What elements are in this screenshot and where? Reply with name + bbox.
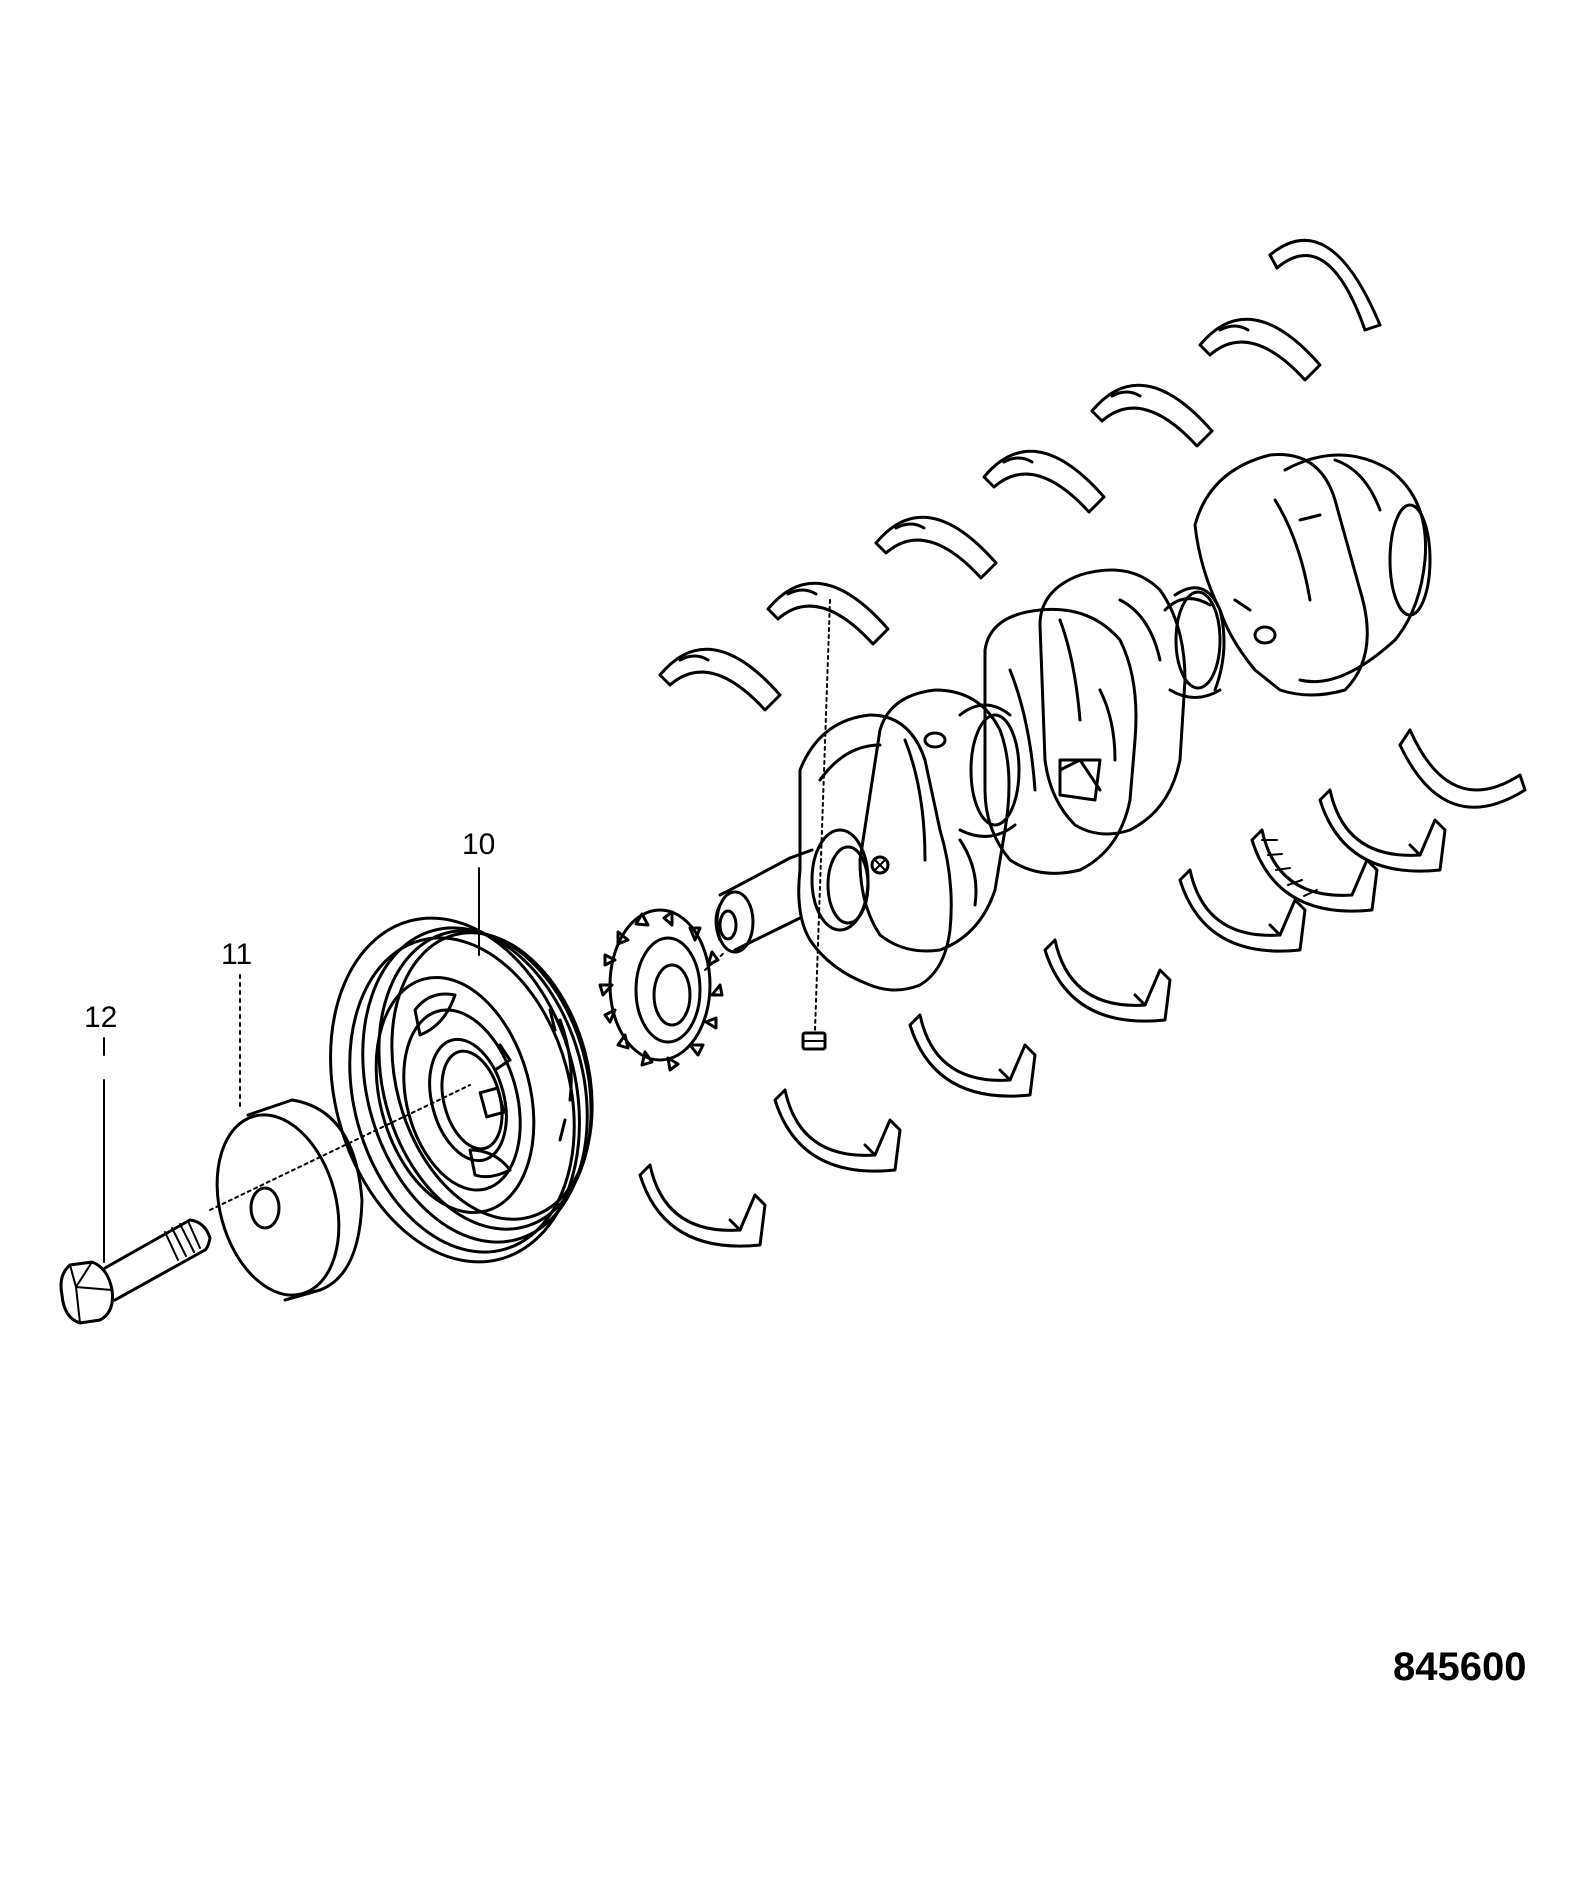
lower-bearing-shell <box>908 1013 1037 1098</box>
assembly-axis <box>209 1084 471 1211</box>
pulley-bolt <box>59 1218 212 1325</box>
callout-12: 12 <box>84 1001 118 1034</box>
crankshaft-gear <box>598 908 726 1072</box>
pulley-washer <box>215 1098 364 1302</box>
lower-bearing-shell <box>1318 788 1447 873</box>
crankshaft <box>714 453 1432 992</box>
alignment-line <box>814 599 831 1031</box>
upper-bearing-shell <box>982 449 1106 514</box>
upper-bearing-shell <box>766 581 890 646</box>
lower-bearing-shell <box>638 1163 767 1248</box>
upper-bearing-shell <box>658 647 782 712</box>
thrust-washer-upper <box>1268 238 1382 332</box>
lower-bearing-shell <box>1178 868 1307 953</box>
leader-lines <box>103 867 480 1263</box>
lower-main-bearing-shells <box>638 788 1447 1248</box>
crankshaft-pulley <box>329 916 594 1264</box>
upper-bearing-shell <box>874 515 998 580</box>
callout-10: 10 <box>462 828 496 861</box>
callout-11: 11 <box>221 938 253 971</box>
lower-bearing-shell <box>1250 828 1379 913</box>
woodruff-key <box>801 1031 827 1051</box>
upper-bearing-shell <box>1090 383 1214 448</box>
upper-bearing-shell <box>1198 317 1322 382</box>
thrust-washer-lower <box>1398 728 1527 809</box>
lower-bearing-shell <box>1043 938 1172 1023</box>
upper-main-bearing-shells <box>658 317 1322 712</box>
lower-bearing-shell <box>773 1088 902 1173</box>
drawing-number: 845600 <box>1393 1645 1527 1689</box>
